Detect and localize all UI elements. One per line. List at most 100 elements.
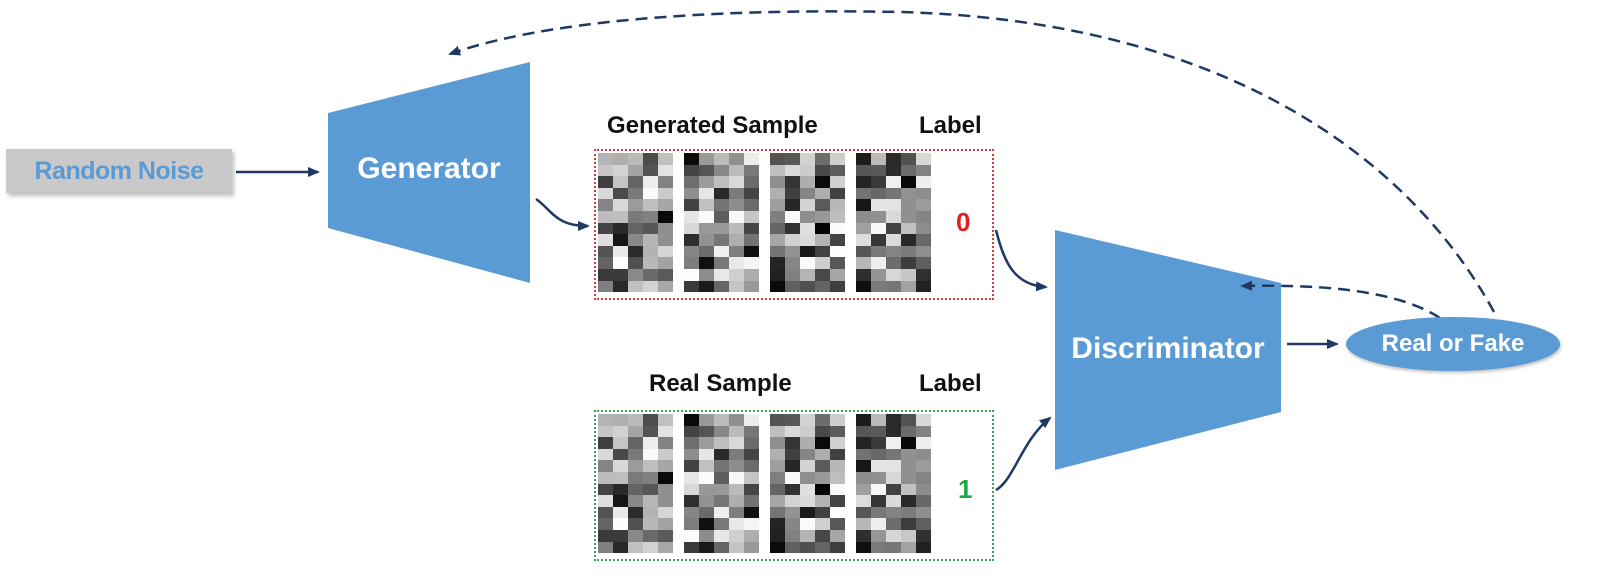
matrix-cell	[785, 495, 800, 507]
matrix-cell	[901, 437, 916, 449]
matrix-cell	[714, 245, 729, 258]
matrix-cell	[598, 222, 613, 235]
matrix-cell	[643, 414, 658, 426]
matrix-cell	[886, 199, 901, 211]
generated-label-header: Label	[919, 112, 982, 139]
matrix-cell	[856, 176, 871, 188]
matrix-cell	[830, 437, 845, 449]
matrix-cell	[658, 495, 673, 507]
matrix-cell	[770, 164, 785, 177]
matrix-cell	[886, 529, 901, 542]
matrix-cell	[830, 222, 845, 235]
real-sample-matrix	[598, 414, 931, 554]
matrix-cell	[916, 425, 931, 438]
matrix-cell	[785, 414, 800, 426]
matrix-cell	[714, 414, 729, 426]
matrix-cell	[770, 506, 785, 519]
matrix-cell	[800, 210, 815, 223]
matrix-cell	[729, 529, 744, 542]
matrix-cell	[856, 414, 871, 426]
real-matrix-column	[684, 414, 759, 554]
matrix-cell	[598, 460, 613, 472]
matrix-cell	[729, 222, 744, 235]
matrix-cell	[643, 234, 658, 246]
matrix-cell	[830, 495, 845, 507]
matrix-cell	[598, 268, 613, 281]
matrix-cell	[628, 245, 643, 258]
matrix-cell	[901, 176, 916, 188]
matrix-cell	[830, 153, 845, 165]
real-matrix-column	[770, 414, 845, 554]
real-or-fake-label: Real or Fake	[1381, 330, 1525, 357]
generated-matrix-column	[856, 153, 931, 293]
matrix-cell	[729, 471, 744, 484]
matrix-cell	[815, 234, 830, 246]
matrix-cell	[744, 164, 759, 177]
matrix-cell	[856, 280, 871, 293]
matrix-cell	[871, 176, 886, 188]
matrix-cell	[613, 425, 628, 438]
matrix-cell	[613, 506, 628, 519]
matrix-cell	[699, 506, 714, 519]
matrix-cell	[916, 222, 931, 235]
matrix-cell	[800, 153, 815, 165]
matrix-cell	[871, 495, 886, 507]
matrix-cell	[613, 518, 628, 530]
matrix-cell	[916, 529, 931, 542]
matrix-cell	[628, 506, 643, 519]
matrix-cell	[598, 199, 613, 211]
discriminator-shape	[1055, 230, 1281, 470]
feedback-to-discriminator-arrow	[1240, 280, 1441, 320]
matrix-cell	[770, 199, 785, 211]
matrix-cell	[714, 437, 729, 449]
matrix-cell	[871, 471, 886, 484]
matrix-cell	[916, 210, 931, 223]
matrix-cell	[856, 529, 871, 542]
matrix-cell	[699, 153, 714, 165]
matrix-cell	[916, 518, 931, 530]
matrix-cell	[800, 257, 815, 269]
matrix-cell	[785, 199, 800, 211]
matrix-cell	[916, 164, 931, 177]
matrix-cell	[800, 425, 815, 438]
matrix-cell	[729, 257, 744, 269]
matrix-cell	[613, 437, 628, 449]
matrix-cell	[729, 448, 744, 461]
matrix-cell	[714, 210, 729, 223]
matrix-cell	[901, 280, 916, 293]
matrix-cell	[684, 495, 699, 507]
matrix-cell	[886, 414, 901, 426]
matrix-cell	[916, 483, 931, 496]
generated-sample-title: Generated Sample	[607, 112, 818, 139]
matrix-cell	[856, 471, 871, 484]
matrix-cell	[714, 448, 729, 461]
matrix-cell	[744, 529, 759, 542]
matrix-cell	[886, 245, 901, 258]
matrix-cell	[856, 460, 871, 472]
matrix-cell	[800, 448, 815, 461]
matrix-cell	[744, 199, 759, 211]
matrix-cell	[714, 541, 729, 554]
real-matrix-column	[856, 414, 931, 554]
matrix-cell	[916, 268, 931, 281]
matrix-cell	[856, 483, 871, 496]
matrix-cell	[815, 176, 830, 188]
matrix-cell	[684, 257, 699, 269]
matrix-cell	[684, 518, 699, 530]
matrix-cell	[684, 210, 699, 223]
matrix-cell	[830, 483, 845, 496]
matrix-cell	[643, 245, 658, 258]
matrix-cell	[785, 257, 800, 269]
matrix-cell	[658, 222, 673, 235]
matrix-cell	[628, 541, 643, 554]
matrix-cell	[770, 234, 785, 246]
matrix-cell	[613, 414, 628, 426]
matrix-cell	[613, 199, 628, 211]
matrix-cell	[714, 460, 729, 472]
matrix-cell	[699, 541, 714, 554]
matrix-cell	[729, 414, 744, 426]
matrix-cell	[901, 234, 916, 246]
generator-label: Generator	[357, 152, 501, 185]
matrix-cell	[613, 164, 628, 177]
matrix-cell	[901, 414, 916, 426]
